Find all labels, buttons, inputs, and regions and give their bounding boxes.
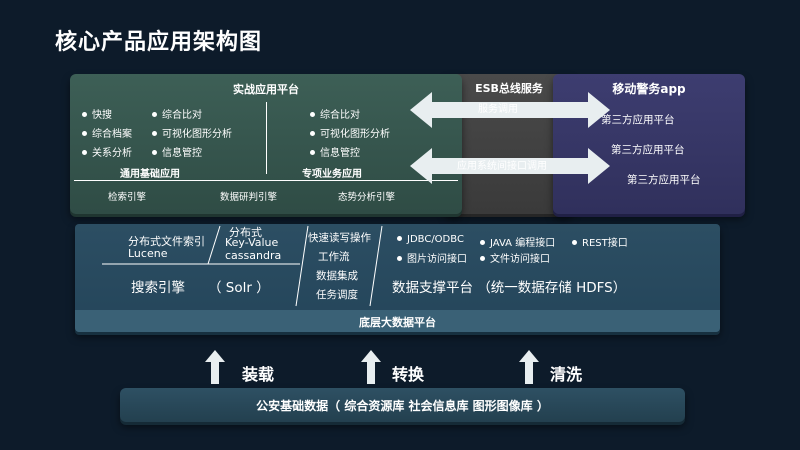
service-arrows — [410, 92, 610, 184]
service-call-label: 服务调用 — [478, 104, 518, 115]
list-item: 综合档案 — [82, 125, 132, 140]
bigdata-footer-label: 底层大数据平台 — [359, 316, 436, 329]
interface-item: JAVA 编程接口 — [480, 234, 555, 249]
bigdata-dividers — [102, 225, 383, 307]
divider — [74, 180, 458, 181]
up-arrow-icon — [361, 350, 381, 384]
bullet-icon — [572, 239, 577, 245]
interface-call-label: 应用系统间接口调用 — [457, 161, 547, 172]
list-item: 快搜 — [82, 106, 112, 121]
third-party-platform-2: 第三方应用平台 — [611, 144, 685, 156]
bullet-icon — [152, 130, 157, 136]
bullet-icon — [82, 130, 87, 136]
list-item: 关系分析 — [82, 144, 132, 159]
bullet-icon — [397, 255, 402, 261]
list-item: 信息管控 — [310, 144, 360, 159]
combat-platform-panel: 实战应用平台 快搜 综合比对 综合档案 可视化图形分析 关系分析 信息管控 综合… — [70, 74, 462, 214]
list-item: 综合比对 — [310, 106, 360, 121]
interface-item: 文件访问接口 — [480, 250, 550, 265]
third-party-platform-1: 第三方应用平台 — [601, 114, 675, 126]
mobile-app-panel: 移动警务app 第三方应用平台 第三方应用平台 第三方应用平台 — [553, 74, 745, 214]
bullet-icon — [152, 111, 157, 117]
interface-item: REST接口 — [572, 234, 628, 249]
cassandra-label: cassandra — [225, 249, 282, 262]
bullet-icon — [310, 149, 315, 155]
search-engine-item: 检索引擎 — [108, 192, 147, 203]
bullet-icon — [310, 130, 315, 136]
bullet-icon — [82, 111, 87, 117]
page-title: 核心产品应用架构图 — [55, 30, 263, 55]
lucene-label: Lucene — [128, 247, 168, 260]
foundation-data-label: 公安基础数据（ 综合资源库 社会信息库 图形图像库 ） — [256, 399, 549, 413]
up-arrow-icon — [205, 350, 225, 384]
workflow-label: 工作流 — [318, 251, 350, 263]
esb-panel: ESB总线服务 — [445, 74, 573, 214]
list-item: 可视化图形分析 — [152, 125, 232, 140]
transform-label: 转换 — [392, 365, 425, 384]
combat-platform-header: 实战应用平台 — [233, 83, 299, 96]
key-value-label: Key-Value — [225, 236, 279, 249]
clean-label: 清洗 — [550, 365, 583, 384]
solr-label: （ Solr ） — [208, 280, 270, 296]
dist-index-label: 分布式文件索引 — [128, 235, 205, 248]
bigdata-footer-band — [75, 310, 720, 332]
search-engine-label: 搜索引擎 — [131, 280, 185, 296]
task-schedule-label: 任务调度 — [316, 289, 358, 301]
list-item: 信息管控 — [152, 144, 202, 159]
divider — [266, 102, 267, 174]
mobile-app-header: 移动警务app — [612, 82, 686, 96]
special-business-label: 专项业务应用 — [302, 169, 362, 180]
interface-item: JDBC/ODBC — [397, 234, 464, 245]
bullet-icon — [152, 149, 157, 155]
load-label: 装载 — [242, 365, 275, 384]
analysis-engine-item: 数据研判引擎 — [220, 192, 278, 203]
general-base-label: 通用基础应用 — [120, 169, 180, 180]
foundation-data-bar: 公安基础数据（ 综合资源库 社会信息库 图形图像库 ） — [120, 388, 685, 422]
esb-header: ESB总线服务 — [475, 82, 543, 95]
up-arrow-icon — [519, 350, 539, 384]
service-call-arrow — [410, 92, 610, 128]
third-party-platform-3: 第三方应用平台 — [627, 174, 701, 186]
list-item: 综合比对 — [152, 106, 202, 121]
situation-engine-item: 态势分析引擎 — [338, 192, 396, 203]
bullet-icon — [82, 149, 87, 155]
data-integration-label: 数据集成 — [316, 270, 358, 282]
data-support-label: 数据支撑平台 （统一数据存储 HDFS） — [392, 280, 627, 296]
bullet-icon — [310, 111, 315, 117]
list-item: 可视化图形分析 — [310, 125, 390, 140]
dist-label: 分布式 — [229, 226, 262, 239]
bullet-icon — [480, 255, 485, 261]
interface-call-arrow — [410, 148, 610, 184]
bullet-icon — [480, 239, 485, 245]
interface-item: 图片访问接口 — [397, 250, 467, 265]
bullet-icon — [397, 235, 402, 241]
rw-ops-label: 快速读写操作 — [308, 232, 371, 244]
